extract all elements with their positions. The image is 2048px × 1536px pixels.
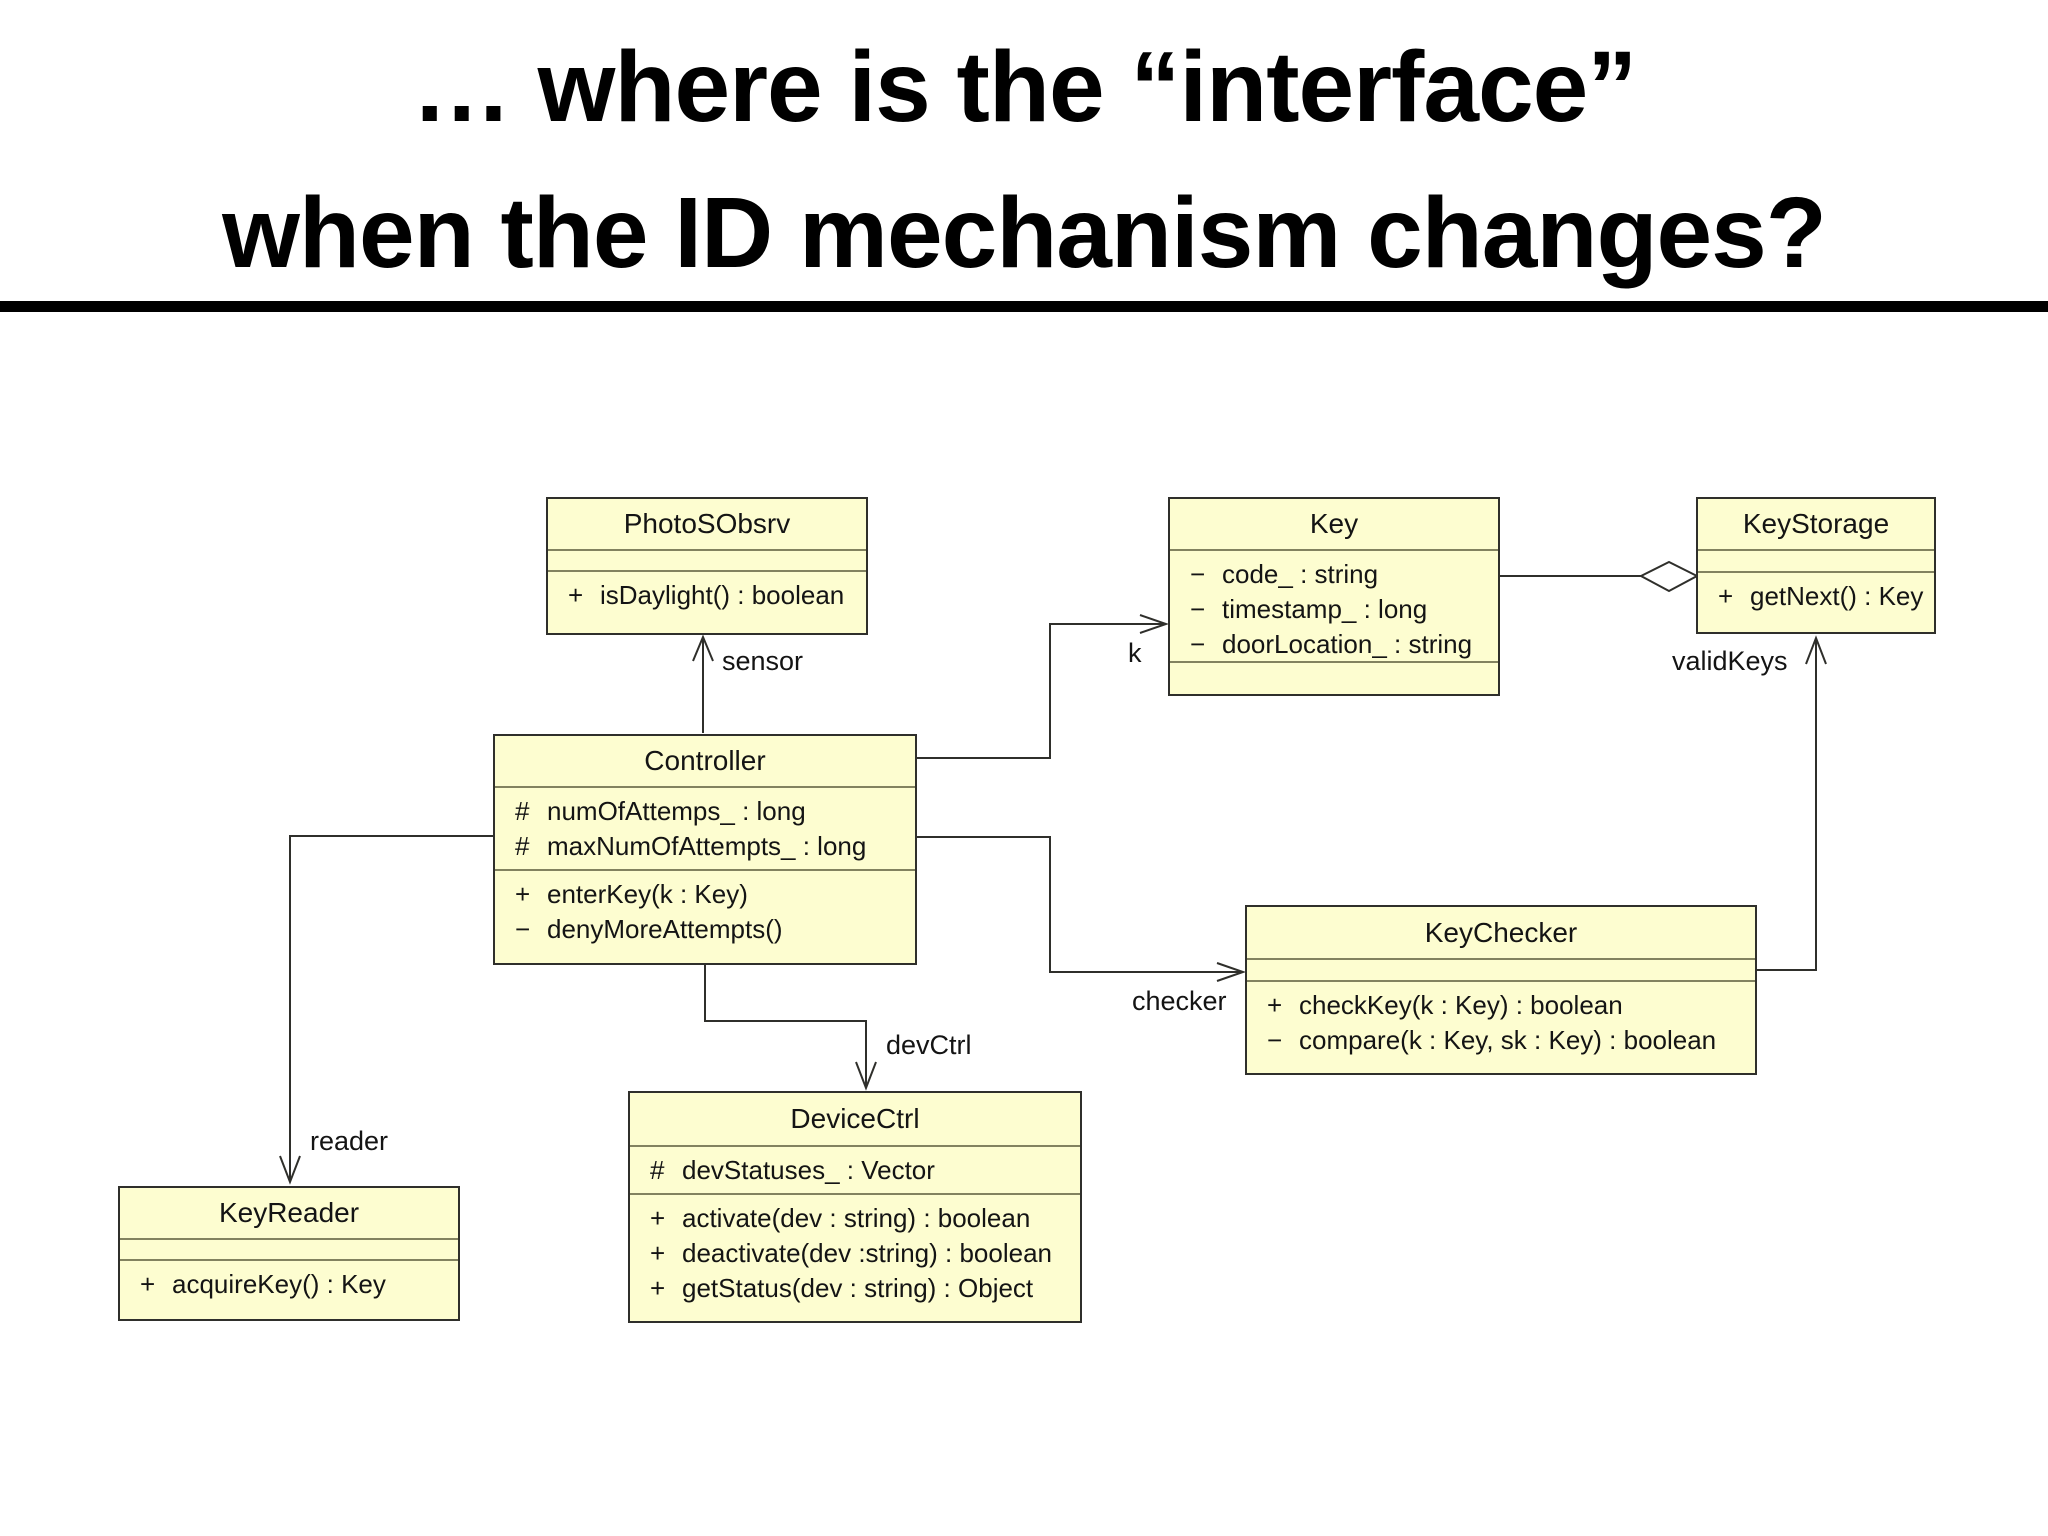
attribute-row: −doorLocation_ : string bbox=[1170, 627, 1498, 661]
operation-row: + activate(dev : string) : boolean bbox=[630, 1201, 1080, 1236]
operations-compartment: + enterKey(k : Key) −denyMoreAttempts() bbox=[495, 871, 915, 963]
class-box-keyreader: KeyReader + acquireKey() : Key bbox=[118, 1186, 460, 1321]
operations-compartment: + acquireKey() : Key bbox=[120, 1261, 458, 1319]
operation-row: + enterKey(k : Key) bbox=[495, 877, 915, 912]
member-text: getStatus(dev : string) : Object bbox=[682, 1273, 1034, 1303]
edge-validkeys-line bbox=[1757, 640, 1817, 971]
page-title: … where is the “interface” when the ID m… bbox=[0, 14, 2048, 306]
edge-label-validkeys: validKeys bbox=[1672, 646, 1788, 676]
class-title: Controller bbox=[495, 736, 915, 788]
visibility-symbol: + bbox=[1718, 581, 1734, 611]
visibility-symbol: + bbox=[140, 1269, 156, 1299]
edge-k-arrowhead bbox=[1139, 614, 1170, 634]
aggregation-diamond bbox=[1638, 560, 1700, 593]
operation-row: + checkKey(k : Key) : boolean bbox=[1247, 988, 1755, 1023]
class-title: Key bbox=[1170, 499, 1498, 551]
class-title: KeyChecker bbox=[1247, 907, 1755, 960]
attributes-compartment: # devStatuses_ : Vector bbox=[630, 1147, 1080, 1195]
class-title: DeviceCtrl bbox=[630, 1093, 1080, 1147]
visibility-symbol: # bbox=[515, 796, 530, 826]
class-title: KeyReader bbox=[120, 1188, 458, 1240]
class-box-keychecker: KeyChecker + checkKey(k : Key) : boolean … bbox=[1245, 905, 1757, 1075]
operations-compartment: + isDaylight() : boolean bbox=[548, 572, 866, 633]
visibility-symbol: + bbox=[650, 1203, 666, 1233]
operations-compartment: + getNext() : Key bbox=[1698, 573, 1934, 632]
edge-sensor-arrowhead bbox=[692, 634, 714, 662]
class-box-photosobsrv: PhotoSObsrv + isDaylight() : boolean bbox=[546, 497, 868, 635]
attribute-row: # numOfAttemps_ : long bbox=[495, 794, 915, 829]
attribute-row: −code_ : string bbox=[1170, 557, 1498, 592]
class-box-keystorage: KeyStorage + getNext() : Key bbox=[1696, 497, 1936, 634]
visibility-symbol: − bbox=[1190, 629, 1206, 659]
member-text: doorLocation_ : string bbox=[1222, 629, 1473, 659]
member-text: checkKey(k : Key) : boolean bbox=[1299, 990, 1623, 1020]
member-text: code_ : string bbox=[1222, 559, 1379, 589]
operation-row: −compare(k : Key, sk : Key) : boolean bbox=[1247, 1023, 1755, 1058]
member-text: numOfAttemps_ : long bbox=[547, 796, 806, 826]
visibility-symbol: + bbox=[1267, 990, 1283, 1020]
edge-devctrl-arrowhead bbox=[855, 1061, 877, 1091]
attribute-row: −timestamp_ : long bbox=[1170, 592, 1498, 627]
operation-row: + acquireKey() : Key bbox=[120, 1267, 458, 1302]
operations-compartment: + checkKey(k : Key) : boolean −compare(k … bbox=[1247, 982, 1755, 1073]
member-text: getNext() : Key bbox=[1750, 581, 1924, 611]
page-title-line-1: … where is the “interface” bbox=[411, 31, 1637, 143]
edge-label-checker: checker bbox=[1132, 986, 1227, 1016]
operation-row: + getNext() : Key bbox=[1698, 579, 1934, 614]
operations-compartment: + activate(dev : string) : boolean + deact… bbox=[630, 1195, 1080, 1321]
visibility-symbol: − bbox=[515, 914, 531, 944]
class-box-devicectrl: DeviceCtrl # devStatuses_ : Vector + activ… bbox=[628, 1091, 1082, 1323]
visibility-symbol: + bbox=[515, 879, 531, 909]
attributes-compartment: # numOfAttemps_ : long # maxNumOfAttempts_… bbox=[495, 788, 915, 871]
operations-compartment bbox=[1170, 663, 1498, 694]
member-text: denyMoreAttempts() bbox=[547, 914, 783, 944]
class-box-controller: Controller # numOfAttemps_ : long # maxNum… bbox=[493, 734, 917, 965]
attribute-row: # devStatuses_ : Vector bbox=[630, 1153, 1080, 1188]
visibility-symbol: − bbox=[1190, 594, 1206, 624]
edge-checker-line bbox=[917, 836, 1241, 973]
member-text: acquireKey() : Key bbox=[172, 1269, 386, 1299]
edge-reader-line bbox=[289, 835, 493, 1180]
member-text: timestamp_ : long bbox=[1222, 594, 1428, 624]
class-title: PhotoSObsrv bbox=[548, 499, 866, 551]
visibility-symbol: − bbox=[1190, 559, 1206, 589]
edge-checker-arrowhead bbox=[1216, 962, 1247, 982]
attributes-compartment bbox=[548, 551, 866, 572]
member-text: deactivate(dev :string) : boolean bbox=[682, 1238, 1052, 1268]
member-text: activate(dev : string) : boolean bbox=[682, 1203, 1031, 1233]
edge-label-devctrl: devCtrl bbox=[886, 1030, 972, 1060]
visibility-symbol: + bbox=[568, 580, 584, 610]
visibility-symbol: − bbox=[1267, 1025, 1283, 1055]
edge-devctrl-line bbox=[704, 965, 867, 1086]
edge-label-k: k bbox=[1128, 638, 1142, 668]
class-title: KeyStorage bbox=[1698, 499, 1934, 551]
operation-row: + deactivate(dev :string) : boolean bbox=[630, 1236, 1080, 1271]
member-text: enterKey(k : Key) bbox=[547, 879, 748, 909]
visibility-symbol: # bbox=[515, 831, 530, 861]
operation-row: + isDaylight() : boolean bbox=[548, 578, 866, 613]
edge-label-sensor: sensor bbox=[722, 646, 804, 676]
title-divider bbox=[0, 301, 2048, 312]
edge-reader-arrowhead bbox=[279, 1155, 301, 1185]
member-text: maxNumOfAttempts_ : long bbox=[547, 831, 867, 861]
visibility-symbol: # bbox=[650, 1155, 665, 1185]
member-text: isDaylight() : boolean bbox=[600, 580, 845, 610]
edge-label-reader: reader bbox=[310, 1126, 389, 1156]
page-title-line-2: when the ID mechanism changes? bbox=[222, 177, 1827, 289]
edge-validkeys-arrowhead bbox=[1805, 635, 1827, 665]
attributes-compartment bbox=[120, 1240, 458, 1261]
operation-row: −denyMoreAttempts() bbox=[495, 912, 915, 947]
class-box-key: Key −code_ : string −timestamp_ : long −… bbox=[1168, 497, 1500, 696]
attribute-row: # maxNumOfAttempts_ : long bbox=[495, 829, 915, 864]
attributes-compartment bbox=[1247, 960, 1755, 982]
member-text: compare(k : Key, sk : Key) : boolean bbox=[1299, 1025, 1717, 1055]
attributes-compartment bbox=[1698, 551, 1934, 573]
visibility-symbol: + bbox=[650, 1273, 666, 1303]
edge-k-line bbox=[917, 623, 1164, 759]
attributes-compartment: −code_ : string −timestamp_ : long −door… bbox=[1170, 551, 1498, 663]
member-text: devStatuses_ : Vector bbox=[682, 1155, 935, 1185]
visibility-symbol: + bbox=[650, 1238, 666, 1268]
operation-row: + getStatus(dev : string) : Object bbox=[630, 1271, 1080, 1306]
